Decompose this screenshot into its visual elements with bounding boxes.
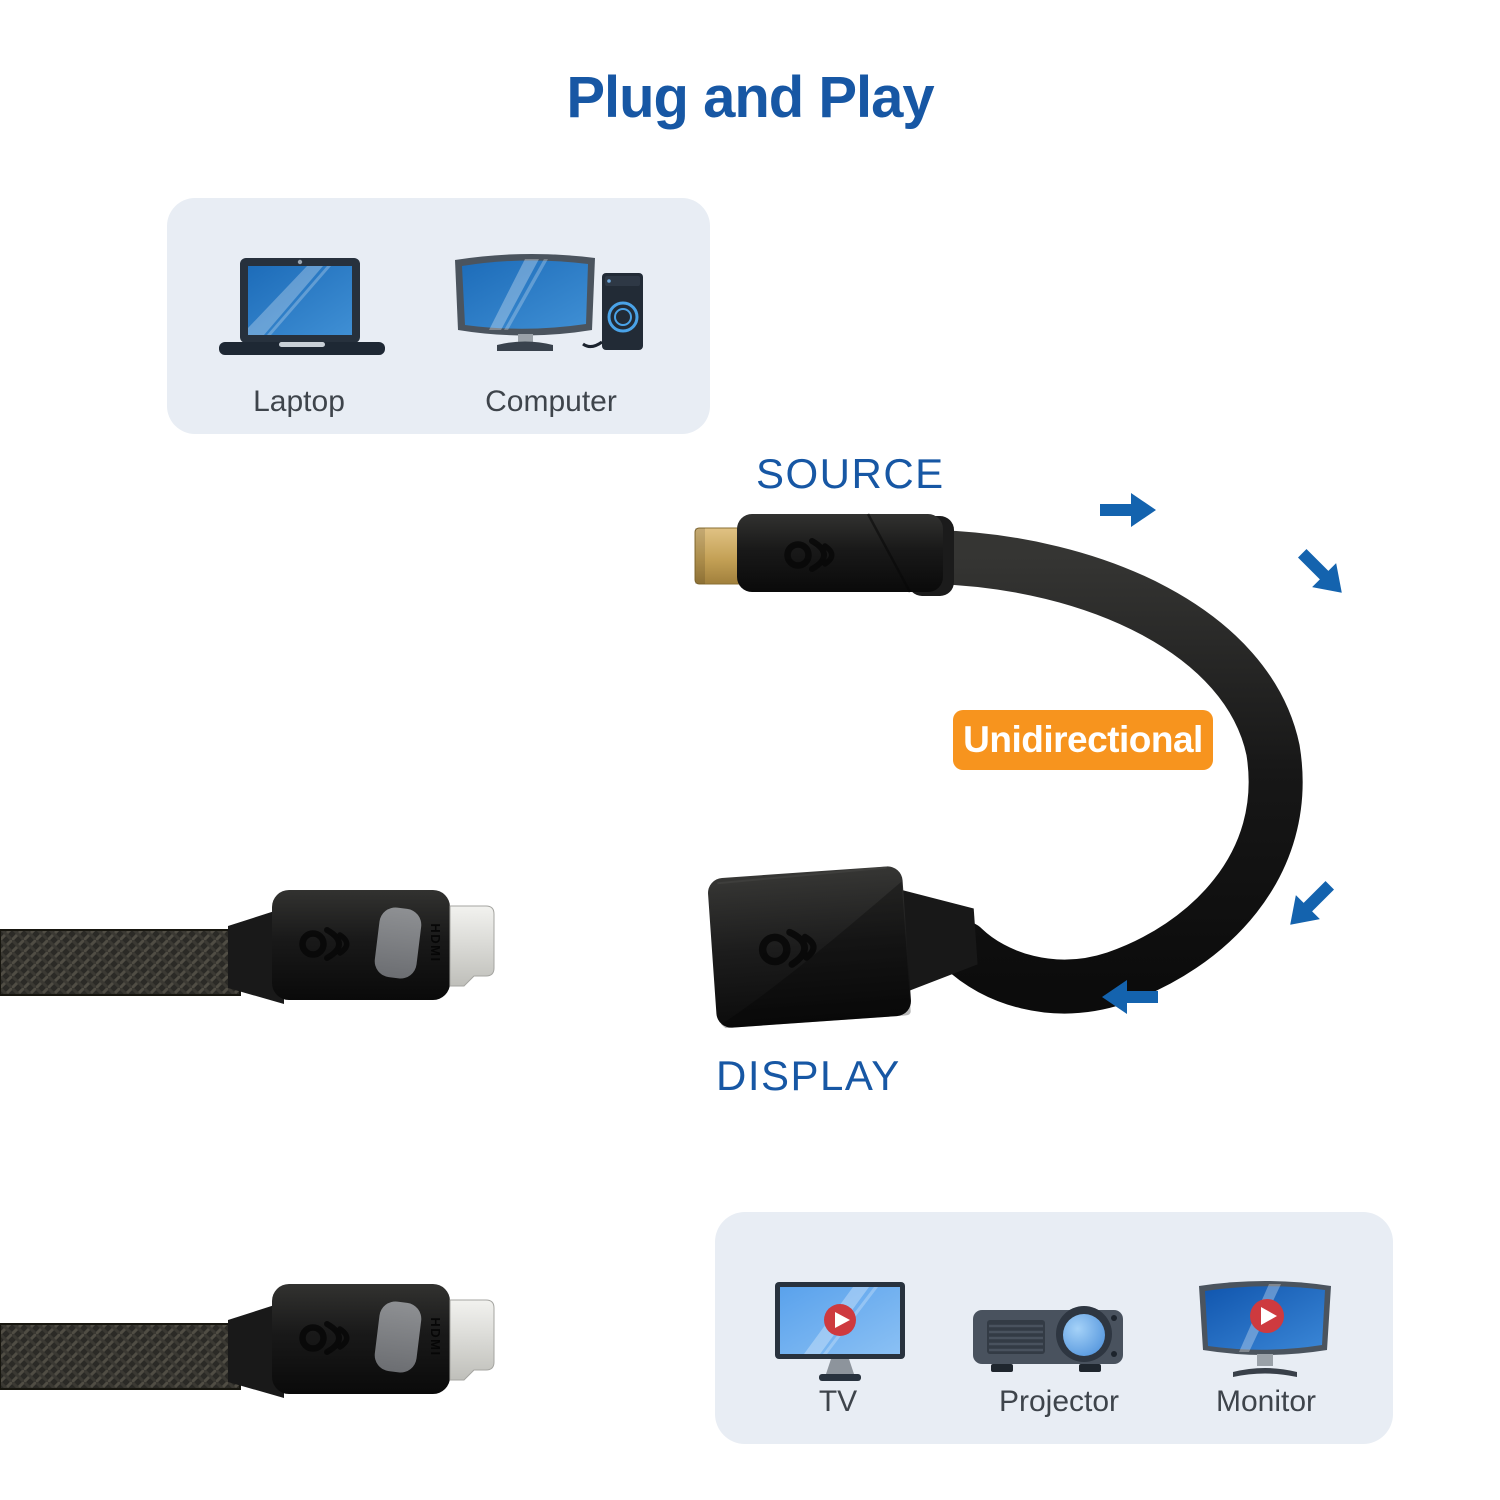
hdmi-connector-body [272, 890, 450, 1000]
monitor-icon [1199, 1281, 1331, 1377]
braided-cable [0, 1324, 240, 1389]
adapter-cable [908, 530, 1303, 1014]
projector-icon [973, 1306, 1123, 1372]
desktop-computer-icon [455, 253, 643, 351]
hdmi-connector-text: HDMI [428, 923, 443, 962]
display-devices-panel: TV Projector Monitor [715, 1212, 1393, 1444]
braided-cable [0, 930, 240, 995]
connector-grip [374, 907, 422, 979]
hdmi-connector-text: HDMI [428, 1317, 443, 1356]
monitor-label: Monitor [1215, 1385, 1317, 1418]
hdmi-plug [449, 1299, 495, 1381]
projector-label: Projector [998, 1385, 1120, 1418]
mini-displayport-to-hdmi-adapter [694, 513, 1303, 1029]
source-label: SOURCE [756, 450, 945, 497]
mini-displayport-male-connector [694, 513, 954, 596]
hdmi-cable-top: HDMI [0, 890, 495, 1004]
hdmi-female-connector [708, 866, 978, 1029]
tv-label: TV [818, 1385, 858, 1418]
laptop-icon [219, 258, 385, 355]
source-devices-panel: Laptop Computer [167, 198, 710, 434]
tv-icon [775, 1282, 905, 1381]
page-title: Plug and Play [566, 65, 934, 130]
connector-grip [374, 1301, 422, 1373]
arrow-right-icon [1100, 493, 1156, 527]
arrow-left-icon [1102, 980, 1158, 1014]
hdmi-plug [449, 905, 495, 987]
hdmi-cable-bottom: HDMI [0, 1284, 495, 1398]
hdmi-connector-body [272, 1284, 450, 1394]
unidirectional-badge: Unidirectional [953, 710, 1213, 770]
display-label: DISPLAY [716, 1052, 901, 1099]
laptop-label: Laptop [253, 385, 345, 418]
unidirectional-badge-text: Unidirectional [963, 719, 1203, 760]
computer-label: Computer [485, 385, 617, 418]
